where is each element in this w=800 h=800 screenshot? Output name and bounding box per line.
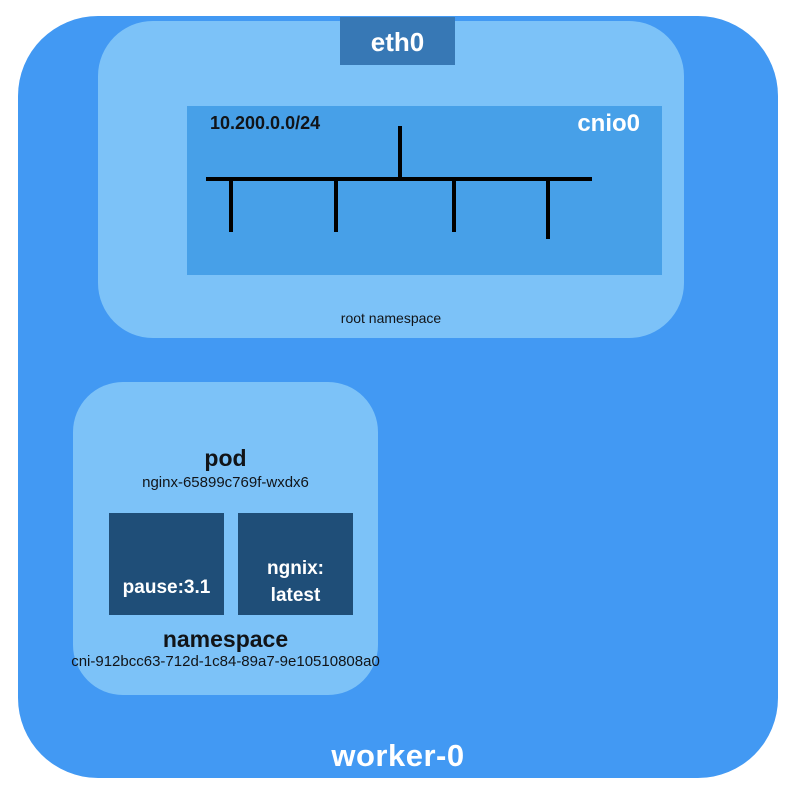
- pod-title-label: pod: [204, 445, 247, 471]
- namespace-id-label: cni-912bcc63-712d-1c84-89a7-9e10510808a0: [71, 653, 380, 670]
- namespace-title-label: namespace: [162, 626, 289, 652]
- nginx-container-label-line2: latest: [270, 585, 321, 606]
- bridge-name-label: cnio0: [577, 110, 640, 137]
- root-namespace-label: root namespace: [340, 310, 442, 326]
- pause-container-label: pause:3.1: [122, 577, 211, 598]
- nginx-container-box: ngnix: latest: [238, 513, 353, 615]
- nginx-container-label: ngnix: latest: [267, 555, 324, 609]
- pause-container-box: pause:3.1: [109, 513, 224, 615]
- pod-name-label: nginx-65899c769f-wxdx6: [142, 474, 309, 491]
- worker-node-label: worker-0: [331, 738, 465, 773]
- pod-namespace-box: pod nginx-65899c769f-wxdx6 pause:3.1 ngn…: [71, 382, 380, 695]
- cnio0-bridge-box: 10.200.0.0/24 cnio0: [187, 106, 662, 275]
- bridge-port-tick: [452, 179, 456, 232]
- bridge-port-tick: [546, 179, 550, 239]
- eth0-interface-tab: eth0: [340, 17, 455, 65]
- eth0-label: eth0: [370, 26, 425, 57]
- nginx-container-label-line1: ngnix:: [267, 558, 324, 579]
- bridge-cidr-label: 10.200.0.0/24: [210, 113, 321, 133]
- bridge-port-tick: [334, 179, 338, 232]
- bridge-port-tick: [229, 179, 233, 232]
- root-namespace-box: 10.200.0.0/24 cnio0 root namespace: [98, 21, 684, 338]
- bridge-uplink-tick: [398, 126, 402, 181]
- worker-node-box: 10.200.0.0/24 cnio0 root namespace eth0 …: [18, 16, 778, 778]
